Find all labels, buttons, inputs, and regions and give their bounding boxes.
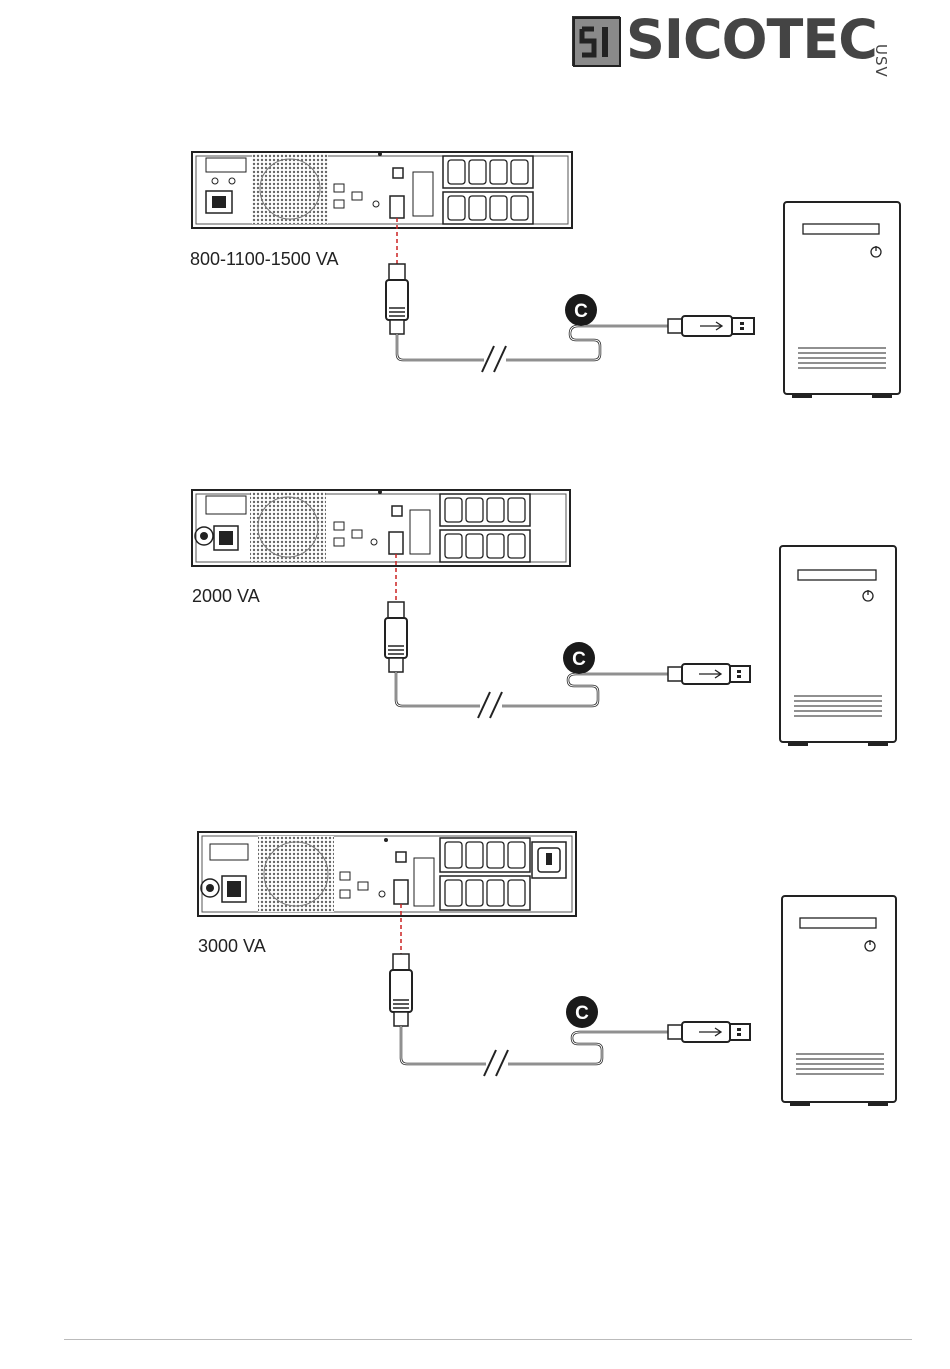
logo-text: SICOTEC <box>626 8 877 72</box>
connection-diagram-1: C 800-1100-1500 VA <box>0 146 950 426</box>
diagram-1-drawing: C <box>0 146 950 426</box>
usb-b-plug-icon <box>390 954 412 1026</box>
usb-b-plug-icon <box>386 264 408 334</box>
sicotec-logo: SICOTEC USV <box>572 14 912 72</box>
footer-rule <box>64 1339 912 1340</box>
ups-rear-panel <box>192 490 570 566</box>
diagram-2-drawing: C <box>0 484 950 764</box>
logo-mark-icon <box>572 16 620 66</box>
cable-break-mark <box>482 346 506 372</box>
cable-marker-label: C <box>572 649 586 670</box>
usb-b-plug-icon <box>385 602 407 672</box>
model-label: 2000 VA <box>192 586 260 607</box>
ups-rear-panel <box>198 832 576 916</box>
usb-cable <box>396 672 668 706</box>
cable-break-mark <box>484 1050 508 1076</box>
model-label: 800-1100-1500 VA <box>190 249 338 270</box>
usb-cable <box>397 326 668 360</box>
pc-tower-icon <box>780 546 896 746</box>
diagram-3-drawing: C <box>0 828 950 1118</box>
connection-diagram-3: C 3000 VA <box>0 828 950 1108</box>
model-label: 3000 VA <box>198 936 266 957</box>
usb-a-plug-icon <box>668 664 750 684</box>
pc-tower-icon <box>784 202 900 398</box>
connection-diagram-2: C 2000 VA <box>0 484 950 764</box>
cable-marker-label: C <box>575 1003 589 1024</box>
cable-break-mark <box>478 692 502 718</box>
usb-a-plug-icon <box>668 1022 750 1042</box>
logo-subtext: USV <box>872 44 890 78</box>
cable-marker-label: C <box>574 301 588 322</box>
ups-rear-panel <box>192 152 572 228</box>
usb-a-plug-icon <box>668 316 754 336</box>
pc-tower-icon <box>782 896 896 1106</box>
